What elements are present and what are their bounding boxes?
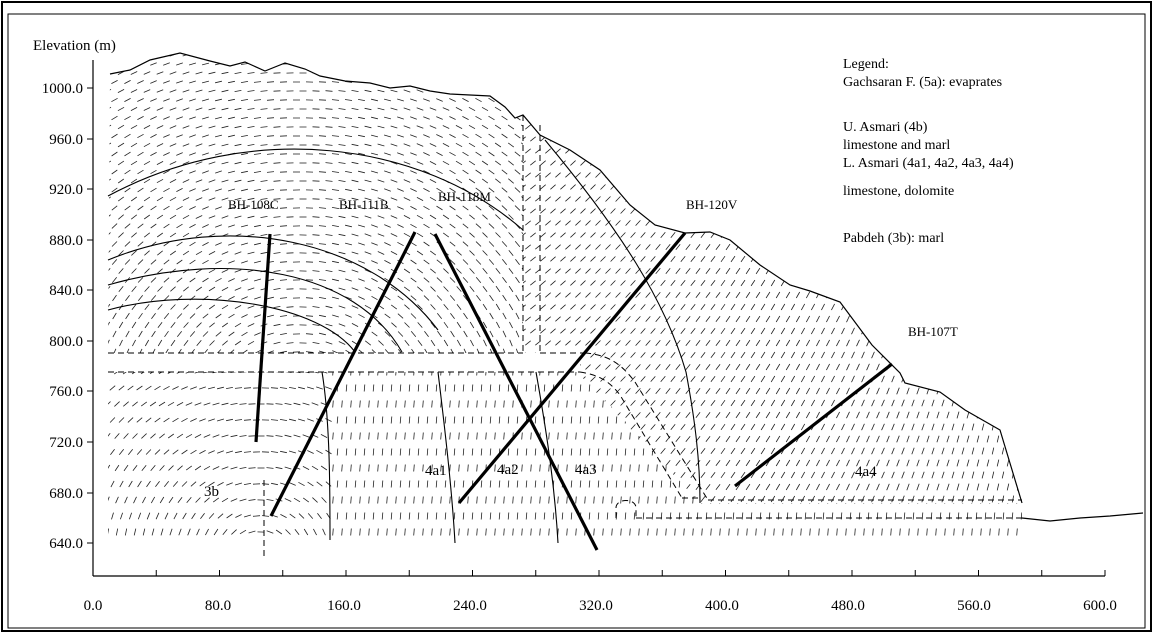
valley-floor-line [1021, 512, 1144, 522]
x-tick-label: 400.0 [705, 598, 739, 614]
zone-label-3b: 3b [204, 484, 219, 500]
y-tick-label: 760.0 [49, 384, 83, 400]
x-tick-label: 240.0 [453, 598, 487, 614]
y-tick-label: 800.0 [49, 334, 83, 350]
borehole-bh-107t [734, 362, 893, 488]
borehole-label-bh-111b: BH-111B [339, 197, 389, 212]
borehole-label-bh-120v: BH-120V [686, 197, 738, 212]
x-tick-label: 480.0 [831, 598, 865, 614]
legend-line-5: L. Asmari (4a1, 4a2, 4a3, 4a4) [843, 156, 1014, 171]
borehole-label-bh-108c: BH-108C [228, 197, 279, 212]
y-tick-label: 920.0 [49, 182, 83, 198]
ground-surface-line [109, 52, 1023, 504]
fold-contours [107, 148, 524, 353]
legend-line-8: Pabdeh (3b): marl [843, 231, 944, 246]
fold-contour-2 [107, 235, 439, 331]
borehole-bh-120v [457, 231, 687, 505]
zone-label-4a3: 4a3 [575, 462, 597, 478]
legend-line-3: U. Asmari (4b) [843, 120, 928, 135]
legend: Legend: Gachsaran F. (5a): evaprates U. … [843, 57, 1014, 246]
fold-contour-4 [107, 298, 356, 353]
legend-line-6: limestone, dolomite [843, 184, 954, 199]
boundary-upper-right [544, 139, 701, 504]
legend-title: Legend: [843, 57, 889, 72]
boundary-4a1-4a2 [437, 371, 456, 544]
fold-contour-1 [107, 148, 524, 231]
fold-contour-3 [107, 267, 403, 353]
inclined-tunnel-outline [579, 352, 709, 501]
x-tick-label: 160.0 [327, 598, 361, 614]
legend-line-1: Gachsaran F. (5a): evaprates [843, 75, 1002, 90]
formation-boundaries [321, 139, 701, 544]
y-axis-ticks: 1000.0 960.0 920.0 880.0 840.0 800.0 760.0 720.… [42, 81, 93, 552]
y-tick-label: 960.0 [49, 132, 83, 148]
y-tick-label: 720.0 [49, 435, 83, 451]
zone-label-4a2: 4a2 [497, 462, 519, 478]
upper-bedding-hatch [108, 53, 523, 353]
x-tick-label: 600.0 [1083, 598, 1117, 614]
y-tick-label: 840.0 [49, 283, 83, 299]
y-tick-label: 640.0 [49, 536, 83, 552]
x-tick-label: 320.0 [579, 598, 613, 614]
borehole-bh-111b [269, 231, 417, 517]
zone-label-4a4: 4a4 [855, 464, 877, 480]
borehole-bh-108c [254, 233, 272, 443]
y-tick-label: 680.0 [49, 486, 83, 502]
boundary-3b-4a1 [321, 371, 331, 541]
portal-arch [615, 500, 637, 518]
y-tick-label: 880.0 [49, 233, 83, 249]
x-axis-ticks: 0.0 80.0 160.0 240.0 320.0 400.0 480.0 560.0 600… [84, 570, 1117, 614]
x-tick-label: 560.0 [957, 598, 991, 614]
zone-label-4a1: 4a1 [425, 463, 447, 479]
figure-inner-frame [7, 13, 1146, 629]
lower-tunnel-outline [636, 497, 1022, 519]
borehole-bh-118m [433, 233, 599, 551]
boreholes [254, 231, 893, 551]
shaft-outline [522, 115, 541, 353]
x-tick-label: 80.0 [205, 598, 231, 614]
borehole-label-bh-118m: BH-118M [438, 189, 491, 204]
y-axis-unit-label: Elevation (m) [33, 38, 116, 54]
excavation-outlines [108, 115, 1022, 560]
lower-bedding-hatch [108, 372, 1022, 536]
legend-line-4: limestone and marl [843, 138, 950, 153]
boundary-4a2-4a3 [535, 371, 559, 544]
y-tick-label: 1000.0 [42, 81, 83, 97]
borehole-label-bh-107t: BH-107T [908, 324, 958, 339]
x-tick-label: 0.0 [84, 598, 103, 614]
